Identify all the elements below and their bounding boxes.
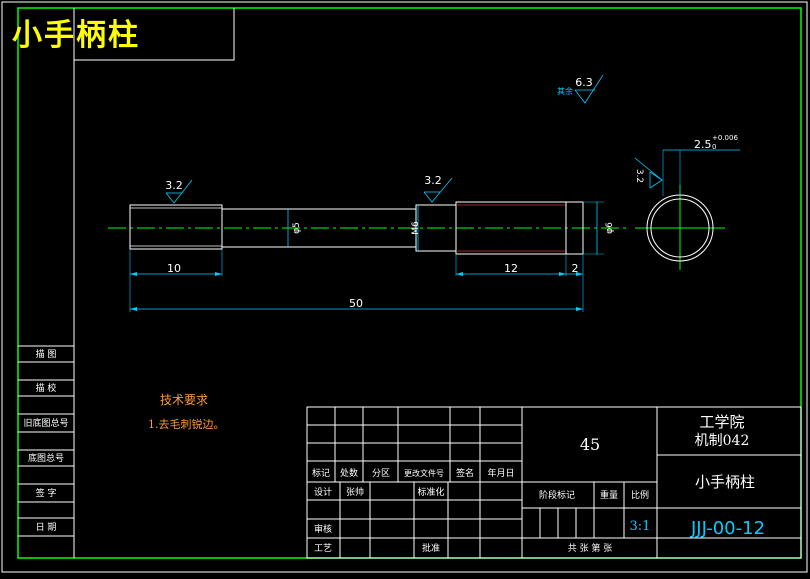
dim-thread-m6: M6: [411, 221, 421, 235]
dim-dia-6: φ6: [605, 222, 615, 234]
tb-row-review: 审核: [314, 523, 332, 535]
dim-len-12: 12: [504, 262, 518, 275]
tb-col-zone: 分区: [372, 468, 390, 479]
tb-weight: 重量: [600, 489, 618, 501]
tb-col-date: 年月日: [487, 467, 514, 479]
tb-row-std: 标准化: [417, 486, 444, 498]
tol-lower: 0: [712, 143, 716, 151]
roughness-general: [574, 74, 604, 104]
roughness-general-label: 其余: [557, 86, 573, 96]
side-label-4: 签 字: [36, 487, 57, 499]
tb-scale-label: 比例: [631, 489, 649, 501]
tb-school: 工学院: [699, 413, 744, 431]
tol-upper: +0.006: [712, 134, 738, 142]
title-frame: [73, 8, 235, 61]
dim-dia-5: φ5: [292, 222, 302, 234]
tol-nominal: 2.5: [694, 138, 712, 151]
dim-len-2: 2: [572, 262, 579, 275]
dim-len-50: 50: [349, 297, 363, 310]
side-inner-circle: [650, 198, 710, 258]
tb-col-count: 处数: [340, 467, 358, 479]
shaft-left-segment: [129, 204, 223, 250]
tb-col-sign: 签名: [456, 467, 474, 479]
tb-drawing-no: JJJ-00-12: [690, 518, 765, 539]
side-label-table: [18, 345, 74, 537]
side-label-3: 底图总号: [28, 452, 64, 464]
side-label-5: 日 期: [36, 522, 57, 533]
roughness-general-value: 6.3: [575, 76, 593, 89]
tb-row-approve: 批准: [422, 542, 440, 554]
tb-material: 45: [580, 435, 600, 454]
dim-len-10: 10: [167, 262, 181, 275]
roughness-left: [165, 179, 193, 204]
roughness-mid-value: 3.2: [424, 174, 442, 187]
title-block-grid: [306, 406, 802, 559]
tb-row-design: 设计: [314, 486, 332, 498]
roughness-side-value: 3.2: [634, 169, 644, 183]
roughness-mid: [423, 177, 453, 203]
tb-class: 机制042: [695, 433, 750, 449]
tb-col-doc: 更改文件号: [404, 468, 444, 478]
tb-row-process: 工艺: [314, 543, 332, 554]
tb-designer: 张帅: [346, 486, 364, 498]
side-label-1: 描 校: [36, 382, 57, 394]
side-label-0: 描 图: [36, 348, 57, 360]
page-title: 小手柄柱: [12, 18, 140, 53]
notes-heading: 技术要求: [160, 393, 208, 407]
side-label-2: 旧底图总号: [23, 417, 68, 429]
roughness-left-value: 3.2: [165, 179, 183, 192]
tb-col-mark: 标记: [312, 467, 330, 479]
tb-stage-mark: 阶段标记: [539, 489, 575, 501]
shaft-end-segment: [565, 201, 584, 255]
notes-line1: 1.去毛刺锐边。: [148, 417, 225, 431]
tb-scale: 3:1: [630, 519, 651, 534]
tb-part-name: 小手柄柱: [695, 473, 755, 491]
tb-sheets: 共 张 第 张: [568, 542, 613, 554]
roughness-side: [634, 157, 663, 189]
